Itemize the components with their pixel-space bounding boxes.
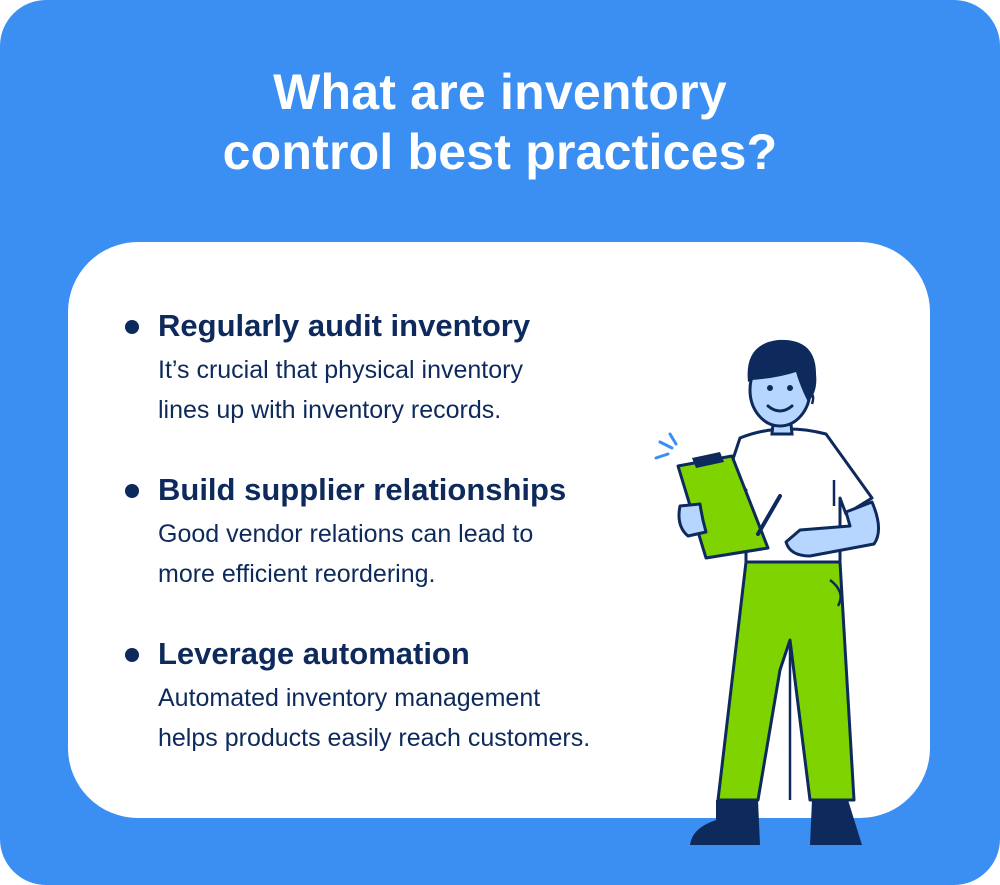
hair-icon <box>747 339 817 402</box>
tip-description-line-2: more efficient reordering. <box>158 560 436 588</box>
tip-item-suppliers: Build supplier relationships Good vendor… <box>120 470 680 634</box>
bullet-icon <box>125 648 139 662</box>
tip-description-line-1: Automated inventory management <box>158 684 541 712</box>
person-with-clipboard-icon <box>654 339 880 845</box>
title-line-1: What are inventory <box>273 64 727 120</box>
bullet-icon <box>125 320 139 334</box>
hand-icon <box>677 502 708 538</box>
sparkle-icon <box>654 432 678 460</box>
tip-description-line-2: lines up with inventory records. <box>158 396 502 424</box>
arm-icon <box>784 500 880 558</box>
right-shoe-icon <box>810 800 862 845</box>
tip-description-line-1: It’s crucial that physical inventory <box>158 356 523 384</box>
tip-item-automation: Leverage automation Automated inventory … <box>120 634 680 798</box>
tip-description-line-2: helps products easily reach customers. <box>158 724 591 752</box>
left-shoe-icon <box>690 800 760 845</box>
pants-icon <box>716 560 856 802</box>
tips-list: Regularly audit inventory It’s crucial t… <box>120 306 680 798</box>
title-line-2: control best practices? <box>222 124 778 180</box>
tip-title: Leverage automation <box>158 636 470 671</box>
tip-item-audit: Regularly audit inventory It’s crucial t… <box>120 306 680 470</box>
bullet-icon <box>125 484 139 498</box>
tip-title: Regularly audit inventory <box>158 308 531 343</box>
tip-title: Build supplier relationships <box>158 472 567 507</box>
tip-description-line-1: Good vendor relations can lead to <box>158 520 534 548</box>
pen-icon <box>756 494 782 536</box>
page-title: What are inventory control best practice… <box>0 62 1000 182</box>
